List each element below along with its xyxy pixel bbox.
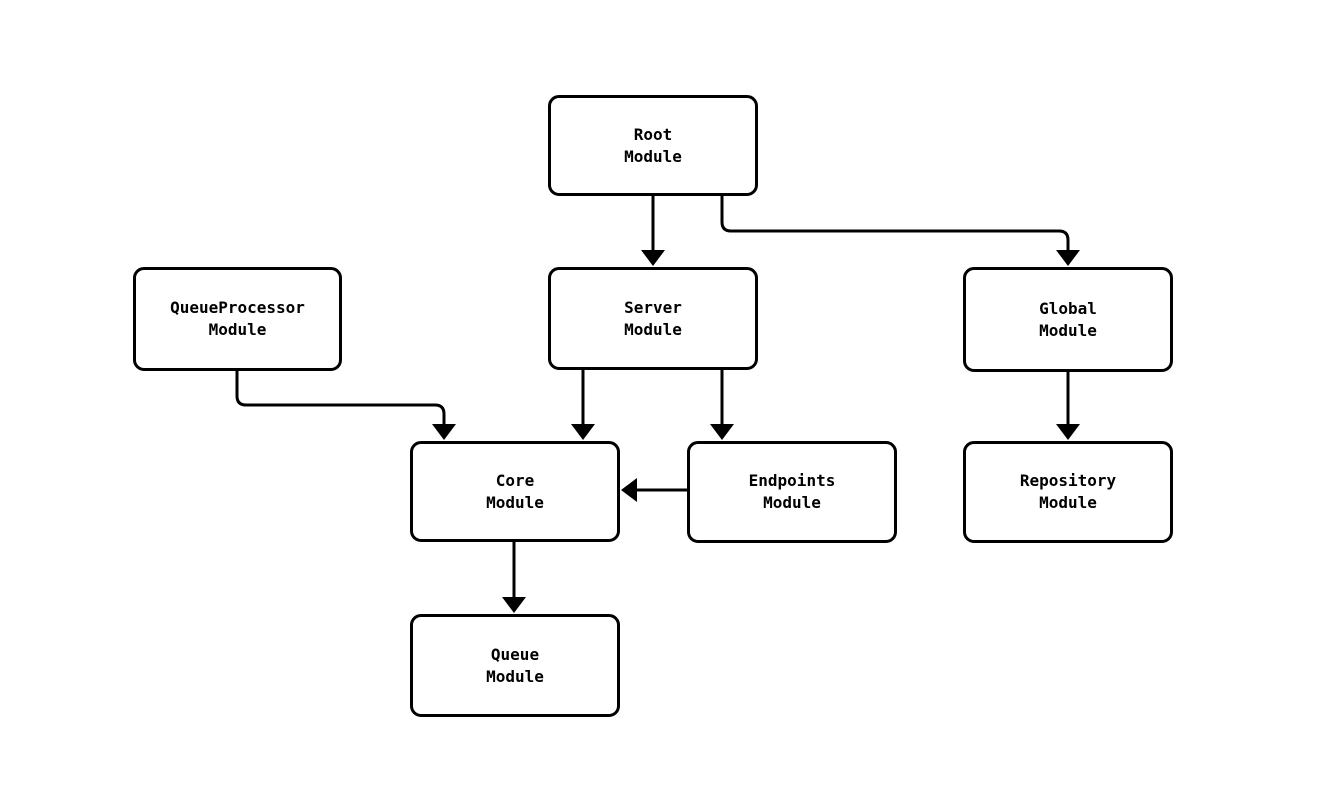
arrowhead-icon [641, 250, 665, 266]
node-label-primary: Root [633, 124, 673, 144]
edge-root-to-global [720, 196, 1080, 266]
node-label-primary: QueueProcessor [170, 298, 305, 317]
node-label-secondary: Module [763, 493, 821, 512]
edge-endpoints-to-core [621, 478, 687, 502]
node-label-primary: Global [1039, 298, 1097, 318]
node-label-secondary: Module [1039, 493, 1097, 512]
edge-server-to-core [571, 370, 595, 440]
node-label-primary: Queue [490, 644, 540, 664]
edge-queueprocessor-to-core [235, 371, 456, 440]
edge-core-to-queue [502, 542, 526, 613]
arrowhead-icon [1056, 250, 1080, 266]
node-label-secondary: Module [624, 146, 682, 166]
node-label-secondary: Module [624, 319, 682, 339]
arrowhead-icon [502, 597, 526, 613]
node-label-secondary: Module [208, 320, 267, 339]
arrowhead-icon [1056, 424, 1080, 440]
node-label-secondary: Module [1039, 320, 1097, 340]
edge-line [235, 371, 446, 432]
node-label-primary: Core [495, 470, 535, 490]
node-label-secondary: Module [486, 492, 544, 512]
edge-global-to-repository [1056, 372, 1080, 440]
arrowhead-icon [621, 478, 637, 502]
node-label-primary: Endpoints [748, 471, 836, 490]
arrowhead-icon [432, 424, 456, 440]
edge-line [720, 196, 1070, 258]
edge-root-to-server [641, 196, 665, 266]
node-label-secondary: Module [486, 666, 544, 686]
arrowhead-icon [571, 424, 595, 440]
node-label-primary: Server [624, 297, 682, 317]
arrowhead-icon [710, 424, 734, 440]
node-label-primary: Repository [1019, 471, 1117, 490]
edge-server-to-endpoints [710, 370, 734, 440]
